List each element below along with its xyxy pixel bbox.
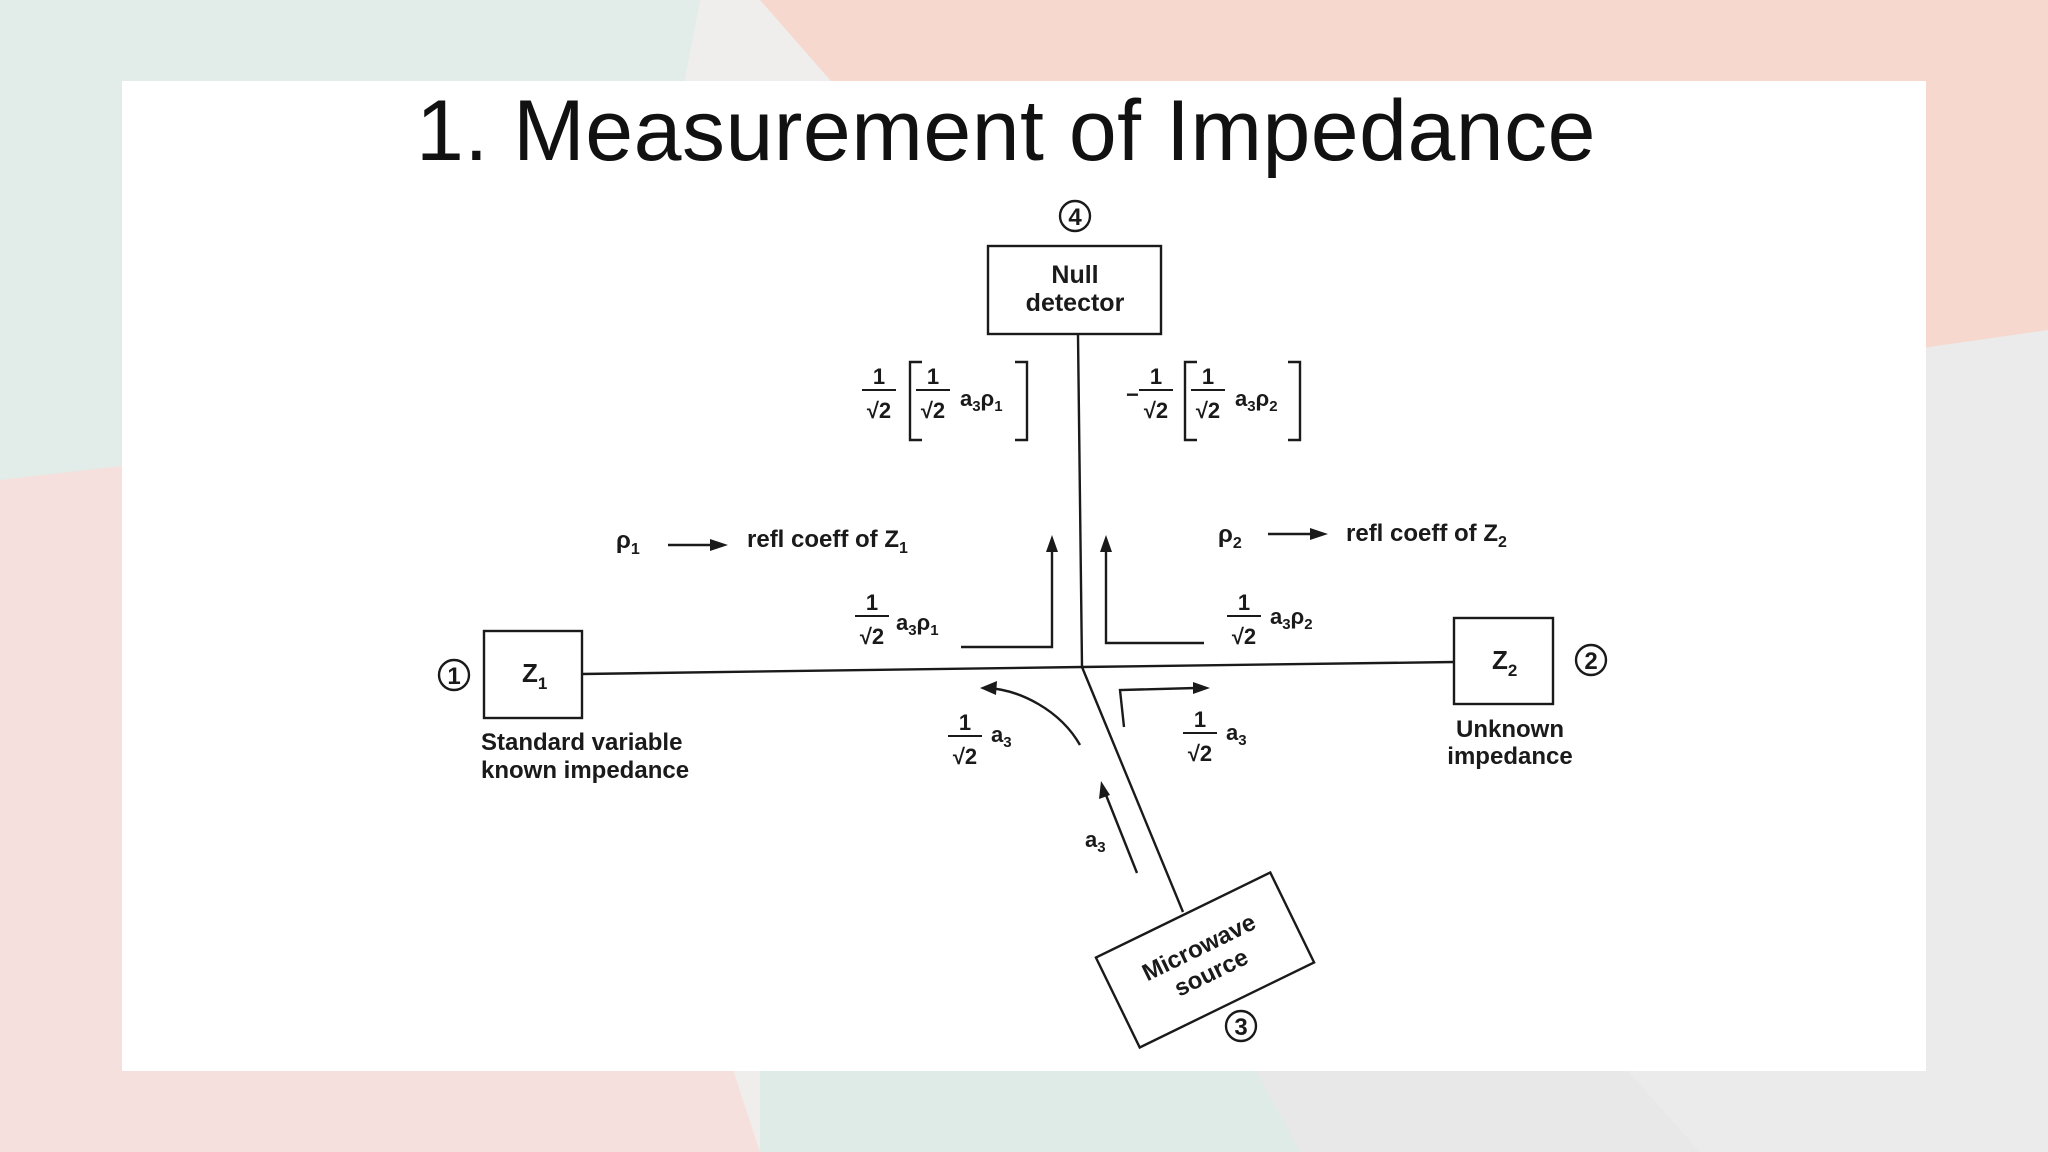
arm-port2 [1081, 660, 1455, 669]
reflected-right-arrowhead [1100, 535, 1112, 552]
reflected-arrow-right [1104, 542, 1204, 645]
arm-port3 [1080, 666, 1185, 913]
z1-label: Z1 [522, 658, 547, 693]
slide-title: 1. Measurement of Impedance [416, 83, 1596, 179]
svg-text:√2: √2 [1144, 398, 1168, 423]
source-arrowhead [1099, 781, 1110, 799]
source-incident-arrow [1102, 789, 1139, 874]
svg-text:1: 1 [1238, 590, 1250, 615]
port2-number: 2 [1584, 648, 1597, 675]
split-arrow-right [1118, 686, 1197, 728]
port2-circle [1574, 643, 1608, 677]
svg-text:√2: √2 [1188, 741, 1212, 766]
port1-number: 1 [447, 663, 460, 690]
port1-circle [437, 658, 471, 692]
port4-number: 4 [1068, 204, 1082, 231]
svg-text:−: − [1126, 382, 1139, 407]
port3-number: 3 [1234, 1014, 1247, 1041]
split-right-arrowhead [1193, 682, 1210, 694]
detector-expression-right: − 1 √2 1 √2 a3ρ2 [1126, 364, 1278, 423]
detector-expression-left: 1 √2 1 √2 a3ρ1 [867, 364, 1003, 423]
svg-text:√2: √2 [860, 624, 884, 649]
reflected-left-arrowhead [1046, 535, 1058, 552]
z2-label: Z2 [1492, 645, 1517, 680]
svg-text:√2: √2 [867, 398, 891, 423]
bracket-left-open [908, 360, 922, 442]
svg-text:a3ρ1: a3ρ1 [960, 386, 1003, 415]
svg-text:1: 1 [1194, 707, 1206, 732]
split-expression-left: 1 √2 a3 [953, 710, 1012, 769]
split-expression-right: 1 √2 a3 [1188, 707, 1247, 766]
port2-caption-line2: impedance [1447, 743, 1572, 770]
svg-text:√2: √2 [921, 398, 945, 423]
svg-text:√2: √2 [1196, 398, 1220, 423]
microwave-source-box [1094, 870, 1316, 1050]
svg-text:√2: √2 [1232, 624, 1256, 649]
reflected-expression-left: 1 √2 a3ρ1 [860, 590, 939, 649]
source-expression: a3 [1085, 827, 1106, 856]
split-arrow-left [987, 686, 1082, 746]
rho2-arrowhead [1310, 528, 1328, 540]
port2-caption-line1: Unknown [1456, 716, 1564, 743]
z1-box [482, 629, 584, 720]
bracket-left-close [1015, 360, 1029, 442]
bracket-right-open [1183, 360, 1197, 442]
split-left-arrowhead [980, 681, 997, 695]
rho1-legend-text: refl coeff of Z1 [747, 526, 908, 557]
fraction-bars [855, 389, 1261, 737]
rho2-symbol: ρ2 [1218, 521, 1242, 552]
null-detector-line1: Null [1051, 261, 1098, 289]
svg-text:a3ρ2: a3ρ2 [1235, 386, 1278, 415]
null-detector-box [986, 244, 1163, 336]
svg-text:a3ρ1: a3ρ1 [896, 610, 939, 639]
svg-text:1: 1 [959, 710, 971, 735]
svg-text:a3: a3 [991, 722, 1012, 751]
svg-text:1: 1 [1150, 364, 1162, 389]
svg-text:1: 1 [927, 364, 939, 389]
z2-box [1452, 616, 1555, 706]
reflected-arrow-left [961, 542, 1054, 649]
svg-text:√2: √2 [953, 744, 977, 769]
svg-text:1: 1 [866, 590, 878, 615]
rho1-symbol: ρ1 [616, 527, 640, 558]
port1-caption-line1: Standard variable [481, 729, 682, 756]
svg-text:1: 1 [873, 364, 885, 389]
bracket-right-close [1288, 360, 1302, 442]
port4-circle [1058, 199, 1092, 233]
null-detector-line2: detector [1026, 289, 1125, 317]
rho1-arrowhead [710, 539, 728, 551]
svg-text:1: 1 [1202, 364, 1214, 389]
port1-caption-line2: known impedance [481, 757, 689, 784]
arm-port4 [1076, 334, 1084, 668]
port3-circle [1224, 1009, 1258, 1043]
arm-port1 [581, 665, 1083, 676]
rho2-legend-text: refl coeff of Z2 [1346, 520, 1507, 551]
reflected-expression-right: 1 √2 a3ρ2 [1232, 590, 1313, 649]
svg-text:a3: a3 [1226, 720, 1247, 749]
svg-text:a3ρ2: a3ρ2 [1270, 604, 1313, 633]
